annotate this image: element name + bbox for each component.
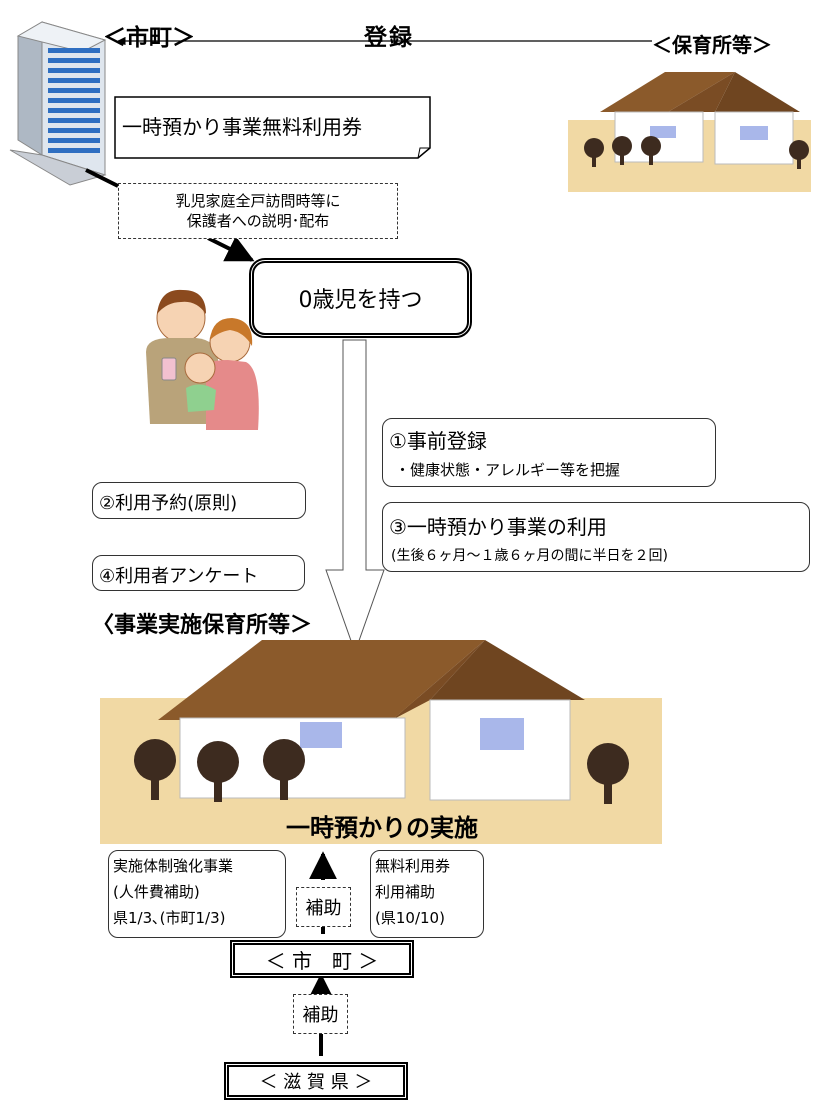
explain-box: 乳児家庭全戸訪問時等に 保護者への説明･配布 <box>118 183 398 239</box>
city-subsidy-box: ＜ 市 町 ＞ <box>230 940 414 978</box>
registration-label: 登録 <box>364 25 414 51</box>
city-subsidy-label: ＜ 市 町 ＞ <box>265 948 379 973</box>
explain-line-1: 乳児家庭全戸訪問時等に <box>175 192 341 210</box>
facility-house-illustration <box>100 640 662 844</box>
step3-title: ③一時預かり事業の利用 <box>389 515 607 539</box>
subsidy-left-line-3: 県1/3､(市町1/3) <box>113 909 226 927</box>
step3-box: ③一時預かり事業の利用 (生後６ヶ月～１歳６ヶ月の間に半日を２回) <box>382 502 810 572</box>
subsidy-right-line-2: 利用補助 <box>375 883 436 901</box>
step1-detail: ・健康状態・アレルギー等を把握 <box>395 461 621 479</box>
voucher-label: 一時預かり事業無料利用券 <box>122 115 362 139</box>
city-label: ＜市町＞ <box>103 25 195 51</box>
hojo-lower-label: 補助 <box>302 1005 339 1026</box>
implementation-label: 一時預かりの実施 <box>286 814 478 842</box>
family-box: 0歳児を持つ <box>249 258 472 338</box>
voucher-note-shape <box>114 96 431 159</box>
subsidy-right-box: 無料利用券 利用補助 (県10/10) <box>370 850 484 938</box>
step1-box: ①事前登録 ・健康状態・アレルギー等を把握 <box>382 418 716 487</box>
step3-detail: (生後６ヶ月～１歳６ヶ月の間に半日を２回) <box>391 548 668 564</box>
explain-line-2: 保護者への説明･配布 <box>186 212 330 230</box>
prefecture-box: ＜ 滋 賀 県 ＞ <box>224 1062 408 1100</box>
big-down-arrow <box>325 339 385 654</box>
subsidy-left-box: 実施体制強化事業 (人件費補助) 県1/3､(市町1/3) <box>108 850 286 938</box>
prefecture-label: ＜ 滋 賀 県 ＞ <box>259 1072 373 1093</box>
city-office-building-icon <box>9 21 119 188</box>
subsidy-left-line-2: (人件費補助) <box>113 883 200 901</box>
subsidy-right-line-1: 無料利用券 <box>375 857 451 875</box>
family-illustration <box>146 289 259 430</box>
family-box-label: 0歳児を持つ <box>298 288 423 313</box>
step1-title: ①事前登録 <box>389 429 487 453</box>
step2-label: ②利用予約(原則) <box>99 493 238 514</box>
facility-title: 〈事業実施保育所等＞ <box>92 613 313 638</box>
step4-box: ④利用者アンケート <box>92 555 305 591</box>
hojo-upper-label: 補助 <box>305 898 342 919</box>
nursery-label: ＜保育所等＞ <box>652 33 772 57</box>
subsidy-right-line-3: (県10/10) <box>375 909 445 927</box>
step4-label: ④利用者アンケート <box>99 566 259 587</box>
explain-to-family-arrow <box>207 236 255 262</box>
subsidy-left-line-1: 実施体制強化事業 <box>113 857 234 875</box>
step2-box: ②利用予約(原則) <box>92 482 306 519</box>
hojo-lower-box: 補助 <box>293 994 348 1034</box>
hojo-upper-box: 補助 <box>296 887 351 927</box>
top-nursery-house-icon <box>568 72 811 192</box>
